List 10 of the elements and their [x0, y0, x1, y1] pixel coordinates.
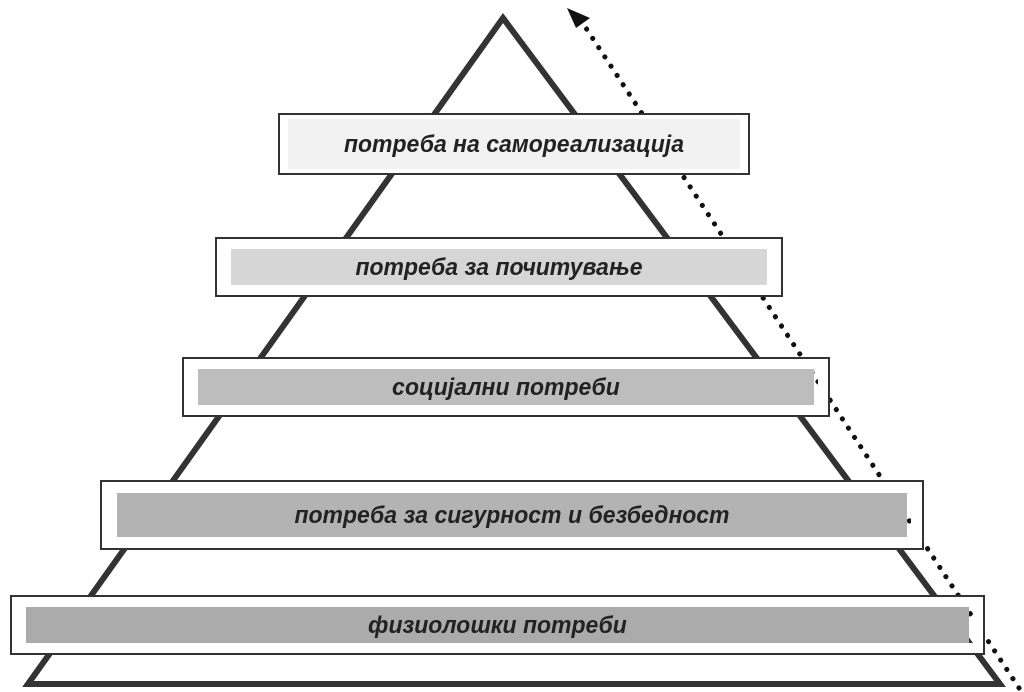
level-label: физиолошки потреби — [368, 611, 627, 639]
level-box — [278, 113, 750, 175]
level-box — [10, 595, 985, 655]
level-box — [215, 237, 783, 297]
level-box — [182, 357, 830, 417]
level-label: потреба за сигурност и безбедност — [294, 501, 730, 529]
level-box — [100, 480, 924, 550]
level-label: потреба на самореализација — [344, 130, 684, 158]
level-label: потреба за почитување — [355, 253, 643, 281]
level-label: социјални потреби — [392, 373, 620, 401]
